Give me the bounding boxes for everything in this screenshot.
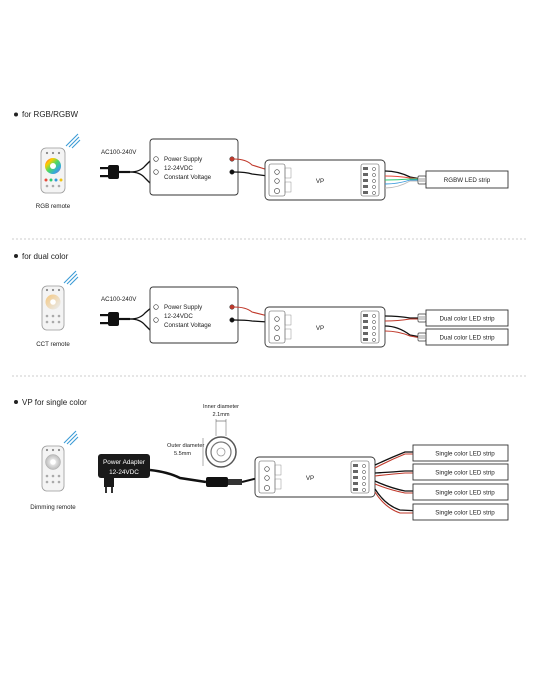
power-supply: Power Supply 12-24VDC Constant Voltage: [149, 286, 239, 344]
power-supply-line: Constant Voltage: [164, 174, 212, 181]
controller-label: VP: [306, 475, 314, 482]
outer-diameter-value: 5.5mm: [174, 451, 191, 457]
strip-label: Single color LED strip: [435, 510, 495, 517]
led-strip: Single color LED strip: [412, 483, 509, 501]
led-strip: Dual color LED strip: [425, 309, 509, 327]
strip-label: Dual color LED strip: [439, 316, 495, 323]
strip-label: Single color LED strip: [435, 451, 495, 458]
adapter-line: Power Adapter: [103, 459, 146, 466]
power-adapter: Power Adapter 12-24VDC: [98, 454, 150, 493]
strip-label: RGBW LED strip: [444, 177, 491, 184]
led-strip: Single color LED strip: [412, 503, 509, 521]
dc-plug: [206, 477, 228, 487]
remote-control-icon: [41, 445, 65, 492]
vp-controller: VP: [254, 456, 376, 498]
controller-label: VP: [316, 178, 324, 185]
strip-label: Single color LED strip: [435, 490, 495, 497]
section-title: for RGB/RGBW: [22, 110, 78, 119]
remote-control-icon: [40, 147, 66, 194]
led-strip: Single color LED strip: [412, 444, 509, 462]
wireless-signal-icon: [63, 430, 79, 446]
led-strip: Dual color LED strip: [425, 328, 509, 346]
bullet-icon: [14, 112, 18, 117]
power-supply-line: Power Supply: [164, 304, 203, 311]
ac-input-label: AC100-240V: [101, 296, 137, 303]
adapter-line: 12-24VDC: [109, 469, 139, 476]
remote-label: RGB remote: [36, 203, 71, 210]
ac-input-label: AC100-240V: [101, 149, 137, 156]
bullet-icon: [14, 254, 18, 258]
vp-controller: VP: [264, 159, 386, 201]
section-title: for dual color: [22, 252, 69, 261]
vp-controller: VP: [264, 306, 386, 348]
remote-label: CCT remote: [36, 341, 70, 348]
ac-plug-icon: [98, 163, 132, 181]
power-supply-line: Power Supply: [164, 156, 203, 163]
section-rgb: for RGB/RGBW RGB remote AC100-240V Power…: [14, 110, 509, 210]
section-title: VP for single color: [22, 398, 87, 407]
remote-label: Dimming remote: [30, 504, 76, 511]
controller-label: VP: [316, 325, 324, 332]
section-single-color: VP for single color Dimming remote Inner…: [14, 398, 509, 521]
wireless-signal-icon: [63, 270, 79, 286]
led-strip: RGBW LED strip: [425, 170, 509, 189]
bullet-icon: [14, 400, 18, 404]
inner-diameter-label: Inner diameter: [203, 404, 239, 410]
ac-plug-icon: [98, 310, 132, 328]
power-supply: Power Supply 12-24VDC Constant Voltage: [149, 138, 239, 196]
outer-diameter-label: Outer diameter: [167, 443, 204, 449]
power-supply-line: Constant Voltage: [164, 322, 212, 329]
led-strip: Single color LED strip: [412, 463, 509, 481]
power-supply-line: 12-24VDC: [164, 313, 193, 320]
dc-jack-icon: Inner diameter 2.1mm Outer diameter 5.5m…: [167, 404, 239, 468]
wireless-signal-icon: [65, 133, 81, 149]
section-dual-color: for dual color CCT remote AC100-240V Pow…: [14, 252, 509, 348]
power-supply-line: 12-24VDC: [164, 165, 193, 172]
remote-control-icon: [41, 285, 65, 331]
strip-label: Single color LED strip: [435, 470, 495, 477]
inner-diameter-value: 2.1mm: [212, 412, 229, 418]
strip-label: Dual color LED strip: [439, 335, 495, 342]
